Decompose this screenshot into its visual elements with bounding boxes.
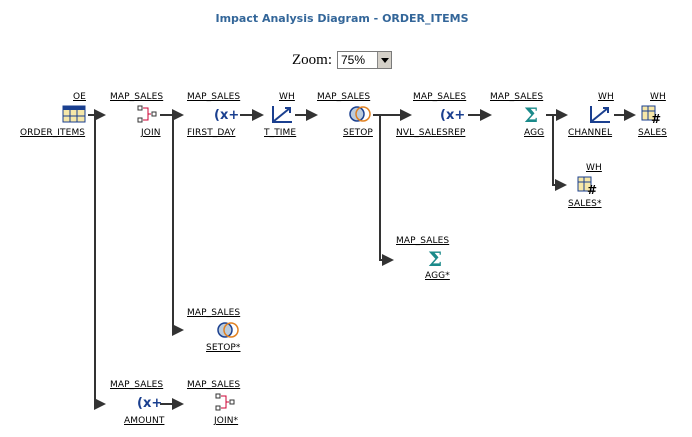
cube-icon[interactable]: # (576, 175, 600, 197)
sales-star-module[interactable]: WH (586, 163, 602, 173)
agg-star-name[interactable]: AGG* (425, 271, 450, 281)
chevron-down-icon[interactable] (377, 52, 391, 68)
svg-text:(x+y): (x+y) (137, 396, 161, 411)
t-time-module[interactable]: WH (279, 92, 295, 102)
sales-module[interactable]: WH (650, 92, 666, 102)
svg-text:Σ: Σ (524, 104, 538, 124)
join-module[interactable]: MAP_SALES (110, 92, 164, 102)
cube-icon[interactable]: # (640, 104, 664, 126)
joiner-icon[interactable] (136, 104, 160, 124)
zoom-control: Zoom: 75% (292, 51, 392, 69)
diagram-title: Impact Analysis Diagram - ORDER_ITEMS (215, 12, 469, 25)
dimension-icon[interactable] (588, 104, 612, 124)
joiner-icon[interactable] (214, 392, 238, 412)
expression-icon[interactable]: (x+y) (440, 104, 480, 124)
setop-star-module[interactable]: MAP_SALES (187, 308, 241, 318)
sales-name[interactable]: SALES (638, 128, 667, 138)
set-operation-icon[interactable] (216, 320, 240, 340)
svg-text:#: # (651, 112, 661, 124)
order-items-name[interactable]: ORDER_ITEMS (20, 128, 86, 138)
setop-star-name[interactable]: SETOP* (206, 343, 241, 353)
zoom-label: Zoom: (292, 52, 332, 68)
expression-icon[interactable]: (x+y) (137, 392, 177, 412)
amount-name[interactable]: AMOUNT (124, 416, 165, 426)
channel-module[interactable]: WH (598, 92, 614, 102)
sales-star-name[interactable]: SALES* (568, 199, 602, 209)
setop-module[interactable]: MAP_SALES (317, 92, 371, 102)
svg-text:(x+y): (x+y) (214, 108, 238, 123)
agg-star-module[interactable]: MAP_SALES (396, 236, 450, 246)
nvl-salesrep-module[interactable]: MAP_SALES (413, 92, 467, 102)
amount-module[interactable]: MAP_SALES (110, 380, 164, 390)
nvl-salesrep-name[interactable]: NVL_SALESREP (396, 128, 466, 138)
agg-name[interactable]: AGG (524, 128, 545, 138)
svg-text:#: # (587, 183, 597, 195)
channel-name[interactable]: CHANNEL (568, 128, 613, 138)
svg-text:Σ: Σ (428, 248, 442, 268)
aggregator-icon[interactable]: Σ (425, 247, 449, 271)
expression-icon[interactable]: (x+y) (214, 104, 254, 124)
first-day-module[interactable]: MAP_SALES (187, 92, 241, 102)
aggregator-icon[interactable]: Σ (521, 103, 545, 127)
zoom-select[interactable]: 75% (337, 51, 392, 69)
t-time-name[interactable]: T_TIME (264, 128, 297, 138)
set-operation-icon[interactable] (348, 104, 372, 124)
join-name[interactable]: JOIN (141, 128, 161, 138)
join-star-name[interactable]: JOIN* (214, 416, 239, 426)
table-icon[interactable] (62, 104, 86, 124)
join-star-module[interactable]: MAP_SALES (187, 380, 241, 390)
setop-name[interactable]: SETOP (343, 128, 373, 138)
first-day-name[interactable]: FIRST_DAY (187, 128, 236, 138)
order-items-module[interactable]: OE (73, 92, 86, 102)
agg-module[interactable]: MAP_SALES (490, 92, 544, 102)
zoom-value: 75% (341, 53, 366, 67)
svg-text:(x+y): (x+y) (440, 108, 464, 123)
dimension-icon[interactable] (270, 104, 294, 124)
